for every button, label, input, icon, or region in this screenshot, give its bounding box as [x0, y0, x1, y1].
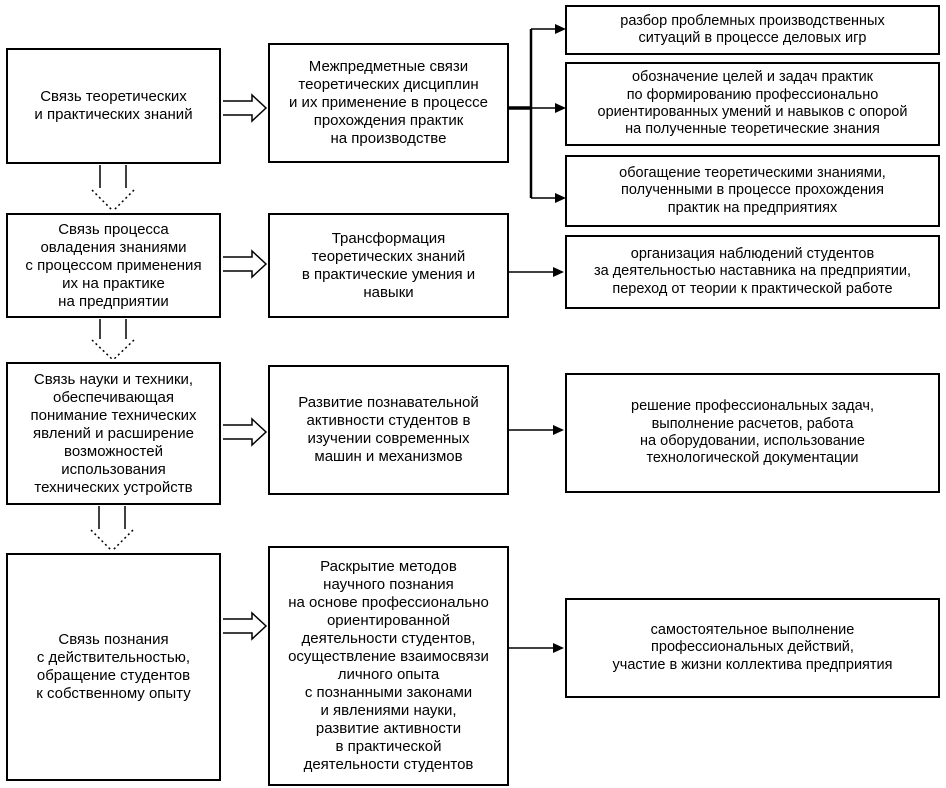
hollow-arrow-left2-down [91, 319, 135, 361]
box-text: организация наблюдений студентов за деят… [593, 245, 911, 297]
box-text: Межпредметные связи теоретических дисцип… [289, 58, 488, 147]
box-knowledge-transformation: Трансформация теоретических знаний в пра… [268, 213, 509, 318]
box-knowledge-application-link: Связь процесса овладения знаниями с проц… [6, 213, 221, 318]
box-professional-tasks: решение профессиональных задач, выполнен… [565, 373, 940, 493]
box-text: Связь процесса овладения знаниями с проц… [25, 220, 202, 310]
hollow-arrow-left1-to-middle1 [223, 93, 268, 123]
box-theory-practice-link: Связь теоретических и практических знани… [6, 48, 221, 164]
box-independent-performance: самостоятельное выполнение профессиональ… [565, 598, 940, 698]
hollow-arrow-left2-to-middle2 [223, 249, 268, 279]
connector-trunk-row1 [509, 28, 556, 199]
box-text: обозначение целей и задач практик по фор… [597, 69, 908, 138]
box-text: Связь науки и техники, обеспечивающая по… [30, 370, 197, 496]
box-text: Развитие познавательной активности студе… [298, 394, 479, 465]
box-cognition-reality-link: Связь познания с действительностью, обра… [6, 553, 221, 781]
box-text: разбор проблемных производственных ситуа… [620, 12, 885, 46]
box-interdisciplinary-links: Межпредметные связи теоретических дисцип… [268, 43, 509, 163]
box-text: самостоятельное выполнение профессиональ… [612, 621, 893, 673]
box-text: решение профессиональных задач, выполнен… [631, 398, 874, 467]
box-text: Связь теоретических и практических знани… [34, 88, 193, 123]
hollow-arrow-left4-to-middle4 [223, 611, 268, 641]
box-goals-and-tasks: обозначение целей и задач практик по фор… [565, 62, 940, 146]
arrow-middle3-to-right5 [509, 425, 564, 435]
box-text: Трансформация теоретических знаний в пра… [301, 229, 476, 301]
box-problem-situations: разбор проблемных производственных ситуа… [565, 5, 940, 55]
box-cognitive-activity: Развитие познавательной активности студе… [268, 365, 509, 495]
arrow-middle2-to-right4 [509, 267, 564, 277]
box-scientific-methods: Раскрытие методов научного познания на о… [268, 546, 509, 786]
box-science-technology-link: Связь науки и техники, обеспечивающая по… [6, 362, 221, 505]
box-theoretical-enrichment: обогащение теоретическими знаниями, полу… [565, 155, 940, 227]
hollow-arrow-left1-down [91, 165, 135, 212]
hollow-arrow-left3-to-middle3 [223, 417, 268, 447]
box-text: Раскрытие методов научного познания на о… [288, 558, 489, 773]
arrow-middle4-to-right6 [509, 643, 564, 653]
box-student-observation: организация наблюдений студентов за деят… [565, 235, 940, 309]
box-text: Связь познания с действительностью, обра… [36, 631, 191, 702]
hollow-arrow-left3-down [90, 506, 134, 552]
box-text: обогащение теоретическими знаниями, полу… [619, 164, 886, 216]
